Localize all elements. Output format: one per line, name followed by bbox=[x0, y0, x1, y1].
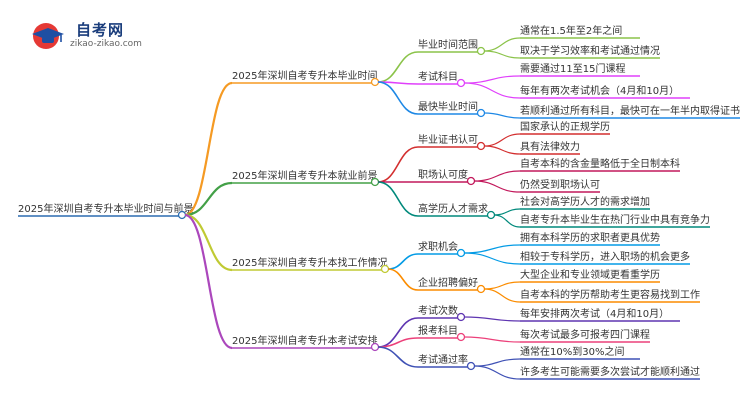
branch-4-label: 2025年深圳自考专升本考试安排 bbox=[232, 334, 377, 347]
branch-2-topic-2-dot bbox=[466, 176, 476, 186]
branch-2-label: 2025年深圳自考专升本就业前景 bbox=[232, 169, 377, 182]
branch-2-topic-3-leaf-1-label: 社会对高学历人才的需求增加 bbox=[520, 195, 650, 208]
branch-2-topic-1-dot bbox=[476, 141, 486, 151]
branch-4-topic-2-dot bbox=[456, 332, 466, 342]
branch-1-topic-1-label: 毕业时间范围 bbox=[418, 38, 478, 51]
branch-3-topic-1-connector bbox=[387, 253, 419, 270]
branch-1-topic-1-connector bbox=[377, 51, 419, 83]
branch-3-topic-2-label: 企业招聘偏好 bbox=[418, 276, 478, 289]
root-node-dot bbox=[177, 210, 187, 220]
branch-2-topic-2-leaf-1-connector bbox=[473, 170, 521, 182]
branch-2-topic-1-label: 毕业证书认可 bbox=[418, 133, 478, 146]
branch-2-topic-2-leaf-1-label: 自考本科的含金量略低于全日制本科 bbox=[520, 157, 680, 170]
branch-3-connector bbox=[184, 213, 233, 272]
branch-4-topic-2-leaf-1-label: 每次考试最多可报考四门课程 bbox=[520, 328, 650, 341]
branch-1-topic-3-dot bbox=[476, 108, 486, 118]
logo-title: 自考网 bbox=[76, 21, 125, 39]
branch-3-dot bbox=[380, 264, 390, 274]
branch-4-topic-1-label: 考试次数 bbox=[418, 304, 458, 317]
branch-3-topic-2-leaf-1-connector bbox=[483, 281, 521, 290]
branch-4-topic-3-leaf-1-label: 通常在10%到30%之间 bbox=[520, 345, 624, 358]
branch-2-connector bbox=[184, 181, 233, 217]
branch-4-topic-3-connector bbox=[377, 346, 419, 368]
branch-3-topic-1-leaf-2-label: 相较于专科学历，进入职场的机会更多 bbox=[520, 250, 690, 263]
branch-1-topic-1-leaf-1-label: 通常在1.5年至2年之间 bbox=[520, 24, 622, 37]
branch-1-topic-2-leaf-1-label: 需要通过11至15门课程 bbox=[520, 62, 625, 75]
branch-1-topic-3-leaf-1-label: 若顺利通过所有科目，最快可在一年半内取得证书 bbox=[520, 104, 740, 117]
branch-3-topic-1-leaf-1-label: 拥有本科学历的求职者更具优势 bbox=[520, 231, 660, 244]
branch-4-topic-3-leaf-2-label: 许多考生可能需要多次尝试才能顺利通过 bbox=[520, 365, 700, 378]
branch-1-topic-3-connector bbox=[377, 81, 419, 115]
branch-2-topic-1-connector bbox=[377, 146, 419, 183]
branch-2-topic-2-label: 职场认可度 bbox=[418, 168, 468, 181]
branch-2-topic-3-dot bbox=[486, 210, 496, 220]
branch-1-topic-1-leaf-2-label: 取决于学习效率和考试通过情况 bbox=[520, 44, 660, 57]
root-node: 2025年深圳自考专升本毕业时间与前景 bbox=[18, 202, 193, 215]
branch-1-topic-2-leaf-2-label: 每年有两次考试机会（4月和10月） bbox=[520, 84, 679, 97]
branch-1-topic-2-dot bbox=[456, 78, 466, 88]
branch-3-label: 2025年深圳自考专升本找工作情况 bbox=[232, 256, 387, 269]
branch-4-topic-3-leaf-1-connector bbox=[473, 358, 521, 367]
logo-subtitle: zikao-zikao.com bbox=[70, 39, 142, 49]
branch-1-topic-2-label: 考试科目 bbox=[418, 70, 458, 83]
branch-4-topic-3-dot bbox=[466, 361, 476, 371]
branch-4-connector bbox=[184, 213, 233, 350]
branch-4-topic-2-leaf-1-connector bbox=[463, 336, 521, 343]
site-logo[interactable]: 自考网 zikao-zikao.com bbox=[32, 18, 142, 52]
branch-2-topic-1-leaf-1-label: 国家承认的正规学历 bbox=[520, 120, 610, 133]
branch-2-topic-2-leaf-2-label: 仍然受到职场认可 bbox=[520, 178, 600, 191]
branch-1-topic-3-label: 最快毕业时间 bbox=[418, 100, 478, 113]
branch-3-topic-2-leaf-2-connector bbox=[483, 288, 521, 303]
branch-1-topic-2-leaf-2-connector bbox=[463, 82, 521, 99]
branch-3-topic-2-connector bbox=[387, 268, 419, 291]
branch-1-dot bbox=[370, 77, 380, 87]
branch-1-label: 2025年深圳自考专升本毕业时间 bbox=[232, 69, 377, 82]
branch-2-topic-1-leaf-1-connector bbox=[483, 133, 521, 147]
branch-4-topic-1-leaf-1-label: 每年安排两次考试（4月和10月） bbox=[520, 307, 669, 320]
branch-3-topic-1-dot bbox=[456, 248, 466, 258]
graduation-cap-icon bbox=[32, 23, 64, 49]
branch-1-topic-1-leaf-2-connector bbox=[483, 50, 521, 59]
branch-3-topic-2-leaf-2-label: 自考本科的学历帮助考生更容易找到工作 bbox=[520, 288, 700, 301]
branch-4-topic-1-dot bbox=[456, 312, 466, 322]
branch-3-topic-1-leaf-1-connector bbox=[463, 244, 521, 254]
branch-3-topic-1-label: 求职机会 bbox=[418, 240, 458, 253]
branch-4-dot bbox=[370, 342, 380, 352]
branch-2-dot bbox=[370, 177, 380, 187]
branch-1-connector bbox=[184, 81, 233, 217]
branch-2-topic-3-leaf-2-connector bbox=[493, 214, 521, 228]
branch-1-topic-2-leaf-1-connector bbox=[463, 75, 521, 84]
branch-2-topic-3-label: 高学历人才需求 bbox=[418, 202, 488, 215]
branch-4-topic-3-leaf-2-connector bbox=[473, 365, 521, 380]
branch-4-topic-2-label: 报考科目 bbox=[418, 324, 458, 337]
branch-2-topic-3-leaf-1-connector bbox=[493, 208, 521, 216]
branch-4-topic-1-leaf-1-connector bbox=[463, 316, 521, 322]
branch-2-topic-3-leaf-2-label: 自考专升本毕业生在热门行业中具有竞争力 bbox=[520, 213, 710, 226]
branch-1-topic-1-leaf-1-connector bbox=[483, 37, 521, 52]
branch-3-topic-1-leaf-2-connector bbox=[463, 252, 521, 265]
branch-3-topic-2-dot bbox=[476, 284, 486, 294]
branch-2-topic-1-leaf-2-connector bbox=[483, 145, 521, 155]
branch-2-topic-2-leaf-2-connector bbox=[473, 180, 521, 193]
branch-3-topic-2-leaf-1-label: 大型企业和专业领域更看重学历 bbox=[520, 268, 660, 281]
branch-2-topic-1-leaf-2-label: 具有法律效力 bbox=[520, 140, 580, 153]
branch-4-topic-3-label: 考试通过率 bbox=[418, 353, 468, 366]
branch-2-topic-3-connector bbox=[377, 181, 419, 217]
branch-1-topic-1-dot bbox=[476, 46, 486, 56]
branch-1-topic-3-leaf-1-connector bbox=[483, 112, 521, 119]
